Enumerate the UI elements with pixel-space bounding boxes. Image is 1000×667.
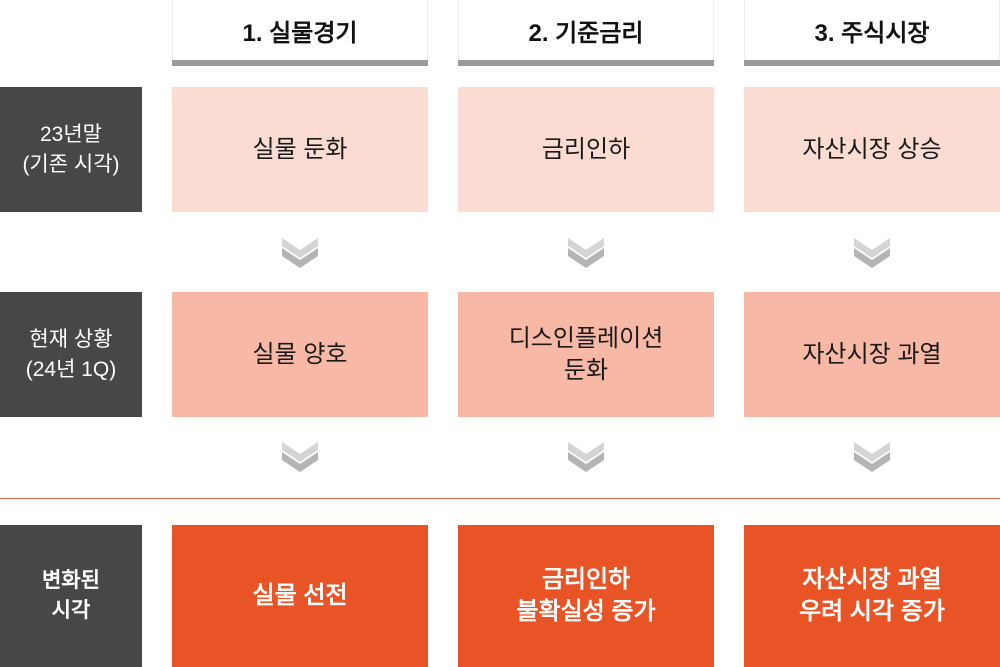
column-header: 3. 주식시장 — [744, 0, 1000, 60]
header-underline — [744, 60, 1000, 66]
row-label-current: 현재 상황 (24년 1Q) — [0, 292, 142, 417]
previous-view-box: 금리인하 — [458, 87, 714, 212]
previous-view-box: 실물 둔화 — [172, 87, 428, 212]
chevron-down-icon — [568, 440, 604, 474]
current-situation-box: 자산시장 과열 — [744, 292, 1000, 417]
chevron-down-icon — [854, 440, 890, 474]
row-label-changed: 변화된 시각 — [0, 525, 142, 667]
chevron-down-icon — [282, 440, 318, 474]
header-underline — [172, 60, 428, 66]
row-label-previous: 23년말 (기존 시각) — [0, 87, 142, 212]
changed-view-box: 실물 선전 — [172, 525, 428, 667]
changed-view-box: 금리인하 불확실성 증가 — [458, 525, 714, 667]
column-header: 2. 기준금리 — [458, 0, 714, 60]
changed-view-box: 자산시장 과열 우려 시각 증가 — [744, 525, 1000, 667]
chevron-down-icon — [282, 236, 318, 270]
chevron-down-icon — [568, 236, 604, 270]
current-situation-box: 실물 양호 — [172, 292, 428, 417]
previous-view-box: 자산시장 상승 — [744, 87, 1000, 212]
current-situation-box: 디스인플레이션 둔화 — [458, 292, 714, 417]
chevron-down-icon — [854, 236, 890, 270]
section-divider — [0, 498, 1000, 499]
header-underline — [458, 60, 714, 66]
column-header: 1. 실물경기 — [172, 0, 428, 60]
